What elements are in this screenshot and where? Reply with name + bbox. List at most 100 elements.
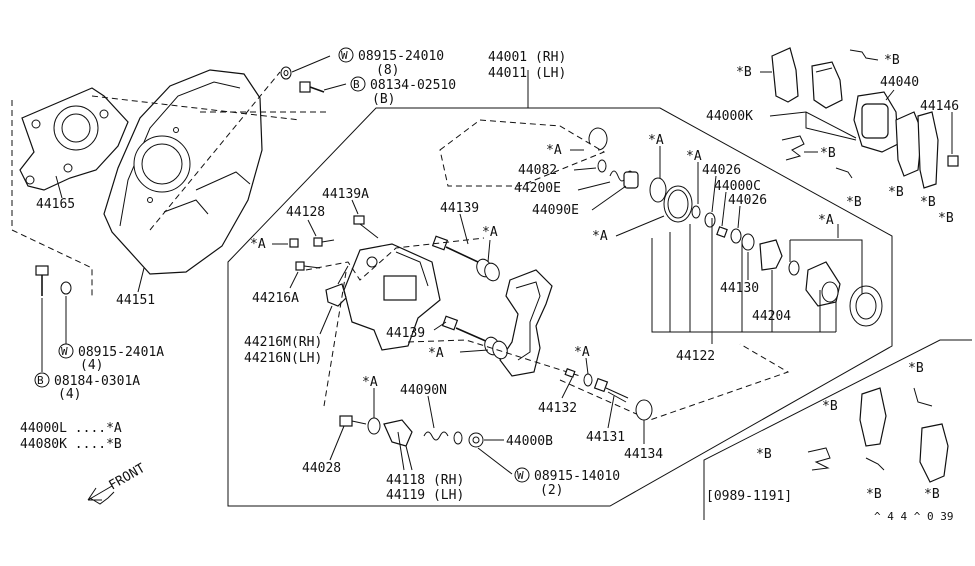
clip-starB-8[interactable] [913,387,933,407]
svg-text:B: B [353,78,360,91]
label-44090E: 44090E [532,203,579,218]
cap-a-1[interactable] [289,238,299,248]
caliper-body-44001[interactable] [343,243,441,351]
washer-08915-24010[interactable] [280,66,292,80]
svg-text:W: W [61,345,68,358]
leader-44128 [307,219,317,237]
label-b-08134-02510: 08134-02510 [370,78,456,93]
bolt-08184-0301A[interactable] [35,265,49,296]
washer-starA-4[interactable] [583,373,593,387]
spring-44200E[interactable] [609,170,635,182]
clip-44000C[interactable] [716,226,728,238]
washer-08915-2401A[interactable] [60,281,72,295]
spring-clip-starB-3[interactable] [781,135,805,161]
bolt-44139A[interactable] [353,215,379,239]
svg-text:W: W [517,469,524,482]
label-starA-5: *A [362,375,378,390]
label-44000C: 44000C [714,179,761,194]
caliper-assembly-box [227,107,893,507]
label-44040: 44040 [880,75,919,90]
cover-44134[interactable] [635,399,653,421]
label-44000K: 44000K [706,109,753,124]
brake-pad-top[interactable] [811,61,843,109]
clip-starB-11[interactable] [865,457,885,471]
ring-44130[interactable] [741,233,755,251]
ring-44000B[interactable] [453,431,463,445]
ring-starA-8[interactable] [663,185,693,223]
label-starB-7: *B [938,211,954,226]
dust-shield-44151[interactable] [103,69,263,275]
snap-ring-starA-6[interactable] [588,127,608,151]
bracket-starA-10 [789,224,863,294]
brake-pad-44040[interactable] [853,91,899,153]
ring-small[interactable] [788,260,800,276]
label-44200E: 44200E [514,181,561,196]
washer-starA-5[interactable] [367,417,381,435]
label-front: FRONT [107,461,149,494]
ring-44082[interactable] [597,159,607,173]
label-starA-10: *A [818,213,834,228]
boot-seal[interactable] [849,285,883,327]
piston-44204[interactable] [805,261,841,307]
seal-starA-7[interactable] [649,177,667,203]
clip-starB-4[interactable] [835,167,853,179]
legend-kit-b: 44080K ....*B [20,437,122,452]
shim-starB-12[interactable] [919,423,949,483]
leader-44216A [289,271,299,289]
bracket-44216M[interactable] [325,265,349,307]
bolt-08134-02510[interactable] [299,81,325,93]
ring-44026-a[interactable] [704,212,716,228]
label-starA-8: *A [592,229,608,244]
w-marker-2: W [58,343,74,359]
ring-44026-b[interactable] [730,228,742,244]
guide-pin-44139-mid[interactable] [441,315,489,343]
leader-44216M [319,305,333,335]
leader-w-14010 [477,447,513,475]
leader-44200E [577,181,611,191]
label-starA-3: *A [428,346,444,361]
guide-pin-44139-top[interactable] [431,235,479,263]
label-44216N: 44216N(LH) [244,351,322,366]
bolt-44146[interactable] [947,155,959,167]
label-44026-b: 44026 [728,193,767,208]
shim-starB-1[interactable] [771,47,799,103]
piston-starA-10[interactable] [759,239,783,271]
label-starB-12: *B [924,487,940,502]
leader-44026-a [711,175,717,213]
leader-44090N [427,395,435,429]
torque-member-44139[interactable] [499,269,553,377]
bracket-44165[interactable] [19,87,129,191]
spring-44090N[interactable] [423,431,449,441]
label-44139-top: 44139 [440,201,479,216]
label-starA-4: *A [574,345,590,360]
lever-44118[interactable] [383,419,413,471]
label-w-08915-2401A: 08915-2401A [78,345,164,360]
dashed-guide-shield [149,71,281,231]
clip-starB-2[interactable] [849,49,879,61]
bracket-44000K [769,111,857,141]
leader-44026-b [737,205,741,229]
nut-08915-14010[interactable] [468,432,484,448]
pin-44131[interactable] [593,377,629,403]
boot-44139-mid[interactable] [482,335,509,361]
leader-44000C [721,191,727,227]
spring-clip-starB-10[interactable] [807,447,831,471]
leader-44118 [405,445,413,471]
ring-starA-9[interactable] [691,205,701,219]
label-44146: 44146 [920,99,959,114]
shim-right-2[interactable] [917,111,939,189]
bolt-44028[interactable] [339,415,367,427]
leader-starA-4 [585,357,589,375]
label-44082: 44082 [518,163,557,178]
boot-44139-top[interactable] [474,257,501,283]
label-w-08915-24010-qty: (8) [376,63,399,78]
shim-starB-9[interactable] [859,387,887,447]
dashed-guide-top [91,95,301,121]
shim-right-1[interactable] [895,111,923,177]
label-44165: 44165 [36,197,75,212]
bleeder-44128[interactable] [313,237,335,247]
adjuster-44090E[interactable] [623,171,639,189]
clip-44216A[interactable] [295,261,321,271]
pin-44132[interactable] [564,368,576,378]
label-b-08134-02510-qty: (B) [372,92,395,107]
